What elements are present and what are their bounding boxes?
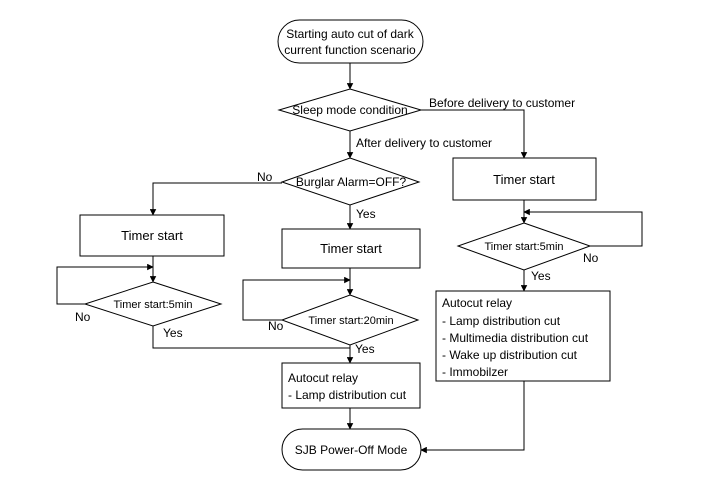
label-mid-yes: Yes	[355, 342, 375, 356]
label-before-delivery: Before delivery to customer	[429, 96, 575, 110]
end-node: SJB Power-Off Mode	[281, 428, 422, 471]
sleep-mode-label: Sleep mode condition	[292, 103, 407, 117]
sleep-mode-decision: Sleep mode condition	[277, 88, 423, 132]
check-right-label: Timer start:5min	[484, 241, 563, 253]
label-left-no: No	[75, 310, 91, 324]
relay-right-item: - Wake up distribution cut	[442, 348, 578, 362]
start-line-1: Starting auto cut of dark	[286, 27, 414, 41]
relay-right-title: Autocut relay	[442, 296, 512, 310]
edge-check-left-yes	[152, 326, 350, 349]
timer-left-label: Timer start	[121, 228, 183, 243]
edge-relay-right-end	[420, 381, 525, 454]
relay-right-item: - Immobilzer	[442, 365, 508, 379]
relay-mid-title: Autocut relay	[288, 371, 358, 385]
edge-check-left-loop	[56, 263, 154, 305]
label-burglar-no: No	[257, 170, 273, 184]
edge-labels: Before delivery to customer After delive…	[75, 96, 599, 356]
autocut-relay-mid: Autocut relay - Lamp distribution cut	[281, 362, 421, 409]
relay-right-item: - Multimedia distribution cut	[442, 331, 589, 345]
check-mid-label: Timer start:20min	[308, 315, 393, 327]
check-left-label: Timer start:5min	[113, 299, 192, 311]
label-burglar-yes: Yes	[356, 207, 376, 221]
timer-check-right-decision: Timer start:5min	[456, 222, 592, 271]
timer-start-right: Timer start	[452, 157, 597, 201]
edge-check-right-loop	[523, 208, 643, 247]
start-node: Starting auto cut of dark current functi…	[277, 19, 424, 64]
edge-sleep-timer-right	[421, 109, 528, 159]
edge-burglar-timer-left	[149, 182, 282, 216]
timer-check-left-decision: Timer start:5min	[83, 281, 223, 327]
end-label: SJB Power-Off Mode	[295, 443, 408, 457]
start-line-2: current function scenario	[284, 43, 416, 57]
timer-mid-label: Timer start	[320, 241, 382, 256]
label-after-delivery: After delivery to customer	[356, 136, 492, 150]
timer-check-mid-decision: Timer start:20min	[280, 294, 420, 346]
connectors	[56, 63, 643, 454]
burglar-alarm-decision: Burglar Alarm=OFF?	[280, 157, 421, 206]
relay-right-item: - Lamp distribution cut	[442, 314, 561, 328]
timer-right-label: Timer start	[493, 172, 555, 187]
label-left-yes: Yes	[163, 326, 183, 340]
label-right-yes: Yes	[531, 269, 551, 283]
burglar-label: Burglar Alarm=OFF?	[296, 175, 407, 189]
autocut-relay-right: Autocut relay - Lamp distribution cut - …	[435, 290, 611, 382]
timer-start-left: Timer start	[79, 214, 225, 257]
label-mid-no: No	[268, 319, 284, 333]
label-right-no: No	[583, 251, 599, 265]
relay-mid-item: - Lamp distribution cut	[288, 388, 407, 402]
edge-check-mid-loop	[242, 276, 351, 321]
timer-start-mid: Timer start	[281, 228, 421, 269]
